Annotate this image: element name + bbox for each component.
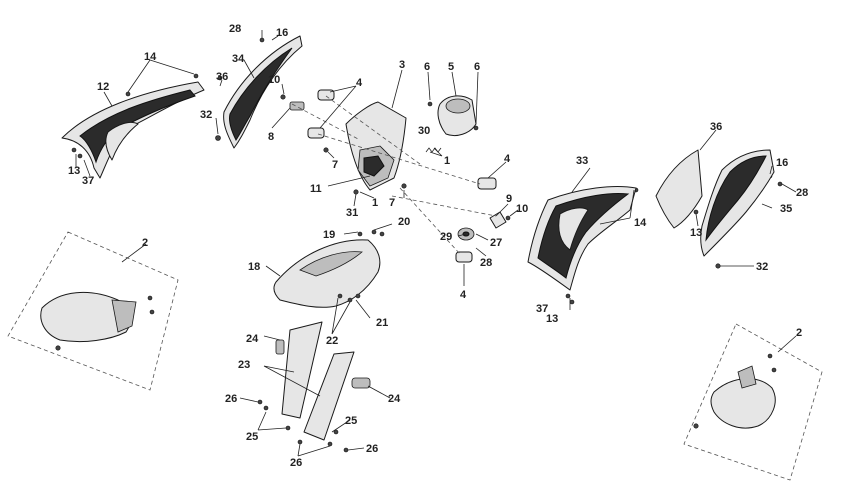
callout-7: 7 bbox=[389, 197, 395, 209]
reflector-part bbox=[457, 211, 507, 241]
callout-27: 27 bbox=[490, 237, 502, 249]
callout-16: 16 bbox=[776, 157, 788, 169]
callout-37: 37 bbox=[536, 303, 548, 315]
right-radiator-shroud bbox=[527, 186, 637, 291]
callout-9: 9 bbox=[506, 193, 512, 205]
callout-2: 2 bbox=[142, 237, 148, 249]
callout-36: 36 bbox=[216, 71, 228, 83]
callout-21: 21 bbox=[376, 317, 388, 329]
callout-35: 35 bbox=[780, 203, 792, 215]
right-rear-shroud bbox=[700, 149, 775, 257]
headlight-unit bbox=[437, 95, 477, 137]
callout-32: 32 bbox=[756, 261, 768, 273]
leader-lines bbox=[75, 30, 797, 457]
callout-24: 24 bbox=[246, 333, 259, 345]
callout-20: 20 bbox=[398, 216, 410, 228]
callout-5: 5 bbox=[448, 61, 454, 73]
callout-labels: 28 16 14 34 12 36 32 13 37 10 8 4 3 6 5 … bbox=[68, 23, 808, 469]
callout-4: 4 bbox=[460, 289, 467, 301]
callout-26: 26 bbox=[225, 393, 237, 405]
callout-25: 25 bbox=[345, 415, 357, 427]
callout-1: 1 bbox=[444, 155, 450, 167]
callout-36: 36 bbox=[710, 121, 722, 133]
callout-1: 1 bbox=[372, 197, 378, 209]
callout-2: 2 bbox=[796, 327, 802, 339]
fork-guards bbox=[275, 321, 371, 441]
callout-10: 10 bbox=[268, 74, 280, 86]
callout-28: 28 bbox=[796, 187, 808, 199]
callout-6: 6 bbox=[424, 61, 430, 73]
callout-24: 24 bbox=[388, 393, 401, 405]
callout-23: 23 bbox=[238, 359, 250, 371]
callout-18: 18 bbox=[248, 261, 260, 273]
turn-signals bbox=[307, 89, 497, 263]
callout-25: 25 bbox=[246, 431, 258, 443]
handguard-left bbox=[7, 231, 179, 391]
callout-12: 12 bbox=[97, 81, 109, 93]
callout-8: 8 bbox=[268, 131, 274, 143]
shroud-trim-left bbox=[223, 35, 303, 149]
callout-7: 7 bbox=[332, 159, 338, 171]
callout-3: 3 bbox=[399, 59, 405, 71]
callout-32: 32 bbox=[200, 109, 212, 121]
headlight-mask bbox=[345, 101, 407, 191]
callout-34: 34 bbox=[232, 53, 245, 65]
callout-28: 28 bbox=[480, 257, 492, 269]
callout-13: 13 bbox=[690, 227, 702, 239]
fork-guard-screws bbox=[257, 229, 385, 453]
side-panel-right bbox=[655, 149, 703, 229]
callout-10: 10 bbox=[516, 203, 528, 215]
callout-30: 30 bbox=[418, 125, 430, 137]
callout-22: 22 bbox=[326, 335, 338, 347]
callout-29: 29 bbox=[440, 231, 452, 243]
callout-14: 14 bbox=[634, 217, 647, 229]
callout-14: 14 bbox=[144, 51, 157, 63]
callout-16: 16 bbox=[276, 27, 288, 39]
callout-31: 31 bbox=[346, 207, 358, 219]
callout-11: 11 bbox=[310, 183, 322, 195]
callout-37: 37 bbox=[82, 175, 94, 187]
callout-13: 13 bbox=[546, 313, 558, 325]
handguard-right bbox=[683, 323, 823, 481]
callout-26: 26 bbox=[366, 443, 378, 455]
callout-4: 4 bbox=[504, 153, 511, 165]
callout-19: 19 bbox=[323, 229, 335, 241]
callout-33: 33 bbox=[576, 155, 588, 167]
callout-28: 28 bbox=[229, 23, 241, 35]
left-radiator-shroud bbox=[61, 81, 205, 179]
callout-26: 26 bbox=[290, 457, 302, 469]
callout-4: 4 bbox=[356, 77, 363, 89]
alignment-lines bbox=[291, 95, 497, 255]
callout-13: 13 bbox=[68, 165, 80, 177]
spring-part bbox=[425, 147, 442, 153]
front-fender bbox=[273, 239, 381, 308]
callout-6: 6 bbox=[474, 61, 480, 73]
